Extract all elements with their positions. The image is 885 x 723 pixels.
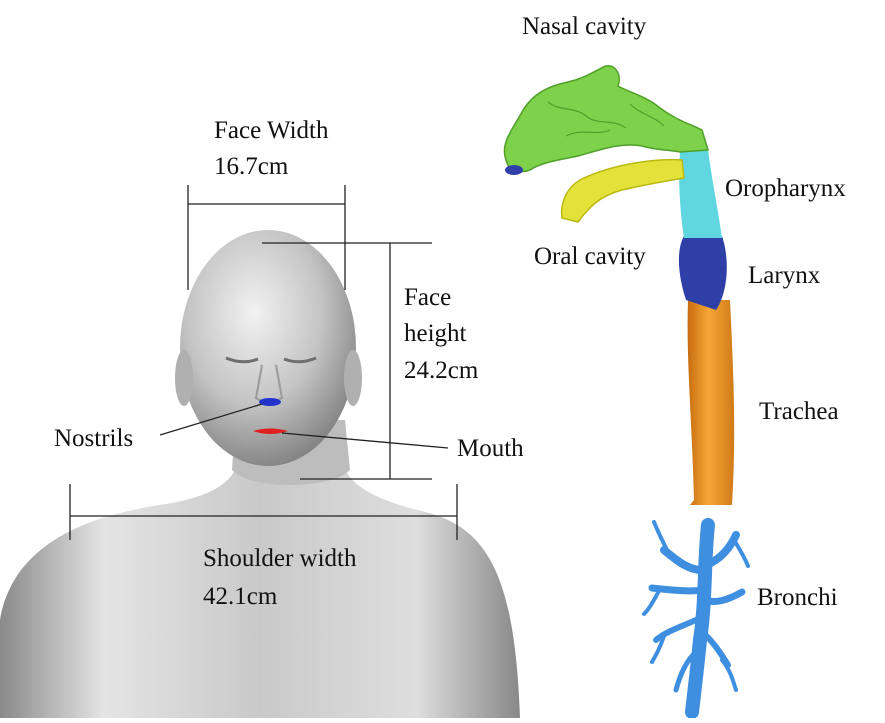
oropharynx-label: Oropharynx	[725, 176, 846, 201]
airway-model	[504, 66, 748, 712]
mannequin-right-ear	[344, 350, 362, 406]
nostrils-label: Nostrils	[54, 426, 133, 451]
mannequin-left-ear	[175, 350, 193, 406]
nostrils-marker	[259, 398, 281, 406]
trachea-label: Trachea	[759, 399, 839, 424]
shoulder-width-label: Shoulder width	[203, 546, 356, 571]
larynx-label: Larynx	[748, 263, 820, 288]
oropharynx-shape	[679, 150, 722, 238]
oral-cavity-label: Oral cavity	[534, 244, 646, 269]
face-width-label: Face Width	[214, 118, 328, 143]
nasal-cavity-label: Nasal cavity	[522, 14, 646, 39]
bronchi-label: Bronchi	[757, 585, 838, 610]
oral-cavity-shape	[562, 160, 684, 222]
face-height-label-line2: height	[404, 318, 467, 350]
bronchi-tree	[644, 522, 748, 712]
nasal-cavity-shape	[504, 66, 708, 172]
mouth-label: Mouth	[457, 436, 524, 461]
face-width-value: 16.7cm	[214, 154, 288, 179]
face-height-value: 24.2cm	[404, 355, 478, 387]
face-height-label-line1: Face	[404, 282, 451, 314]
larynx-shape	[679, 236, 727, 310]
shoulder-width-value: 42.1cm	[203, 584, 277, 609]
nostril-opening-shape	[505, 165, 523, 175]
trachea-shape	[688, 300, 735, 505]
